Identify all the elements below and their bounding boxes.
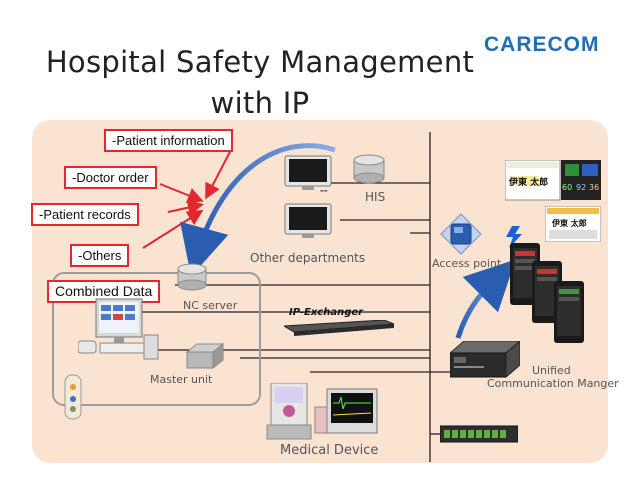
department-monitor-icon: ▬▬: [284, 155, 332, 193]
nc-server-label: NC server: [183, 299, 238, 312]
access-point-icon: [440, 213, 482, 255]
ucm-server-icon: [450, 341, 520, 379]
ip-exchanger-label: IP-Exchanger: [289, 307, 364, 318]
master-unit-label: Master unit: [150, 373, 213, 386]
his-database-icon: [353, 154, 385, 184]
vital-3: 36: [589, 183, 600, 192]
title-line-1: Hospital Safety Management: [45, 45, 475, 79]
medical-device-label: Medical Device: [280, 443, 379, 458]
network-switch-icon: [440, 425, 518, 443]
callout-doctor-order: -Doctor order: [64, 166, 157, 189]
nc-server-database-icon: [177, 263, 207, 291]
smartphones-icon: [510, 243, 584, 343]
brand-logo: CARECOM: [484, 33, 600, 56]
callout-patient-information: -Patient information: [104, 129, 233, 152]
vital-1: 60: [562, 183, 573, 192]
ip-exchanger-device-icon: [284, 320, 394, 336]
nurse-terminal-icon: [545, 206, 601, 242]
medical-devices-icon: [266, 383, 378, 440]
access-point-label: Access point: [432, 257, 502, 270]
svg-text:▬▬: ▬▬: [320, 188, 328, 193]
combined-data-group: [52, 272, 261, 406]
nurse-terminal-name: 伊東 太郎: [552, 219, 587, 228]
callout-others: -Others: [70, 244, 130, 267]
ucm-label-line-1: Unified: [532, 364, 571, 377]
title-line-2: with IP: [210, 86, 310, 120]
bedside-terminal-icon: [505, 160, 601, 201]
his-label: HIS: [365, 190, 386, 204]
department-monitor-icon-2: [284, 203, 332, 238]
callout-patient-records: -Patient records: [31, 203, 139, 226]
nurse-call-handset-icon: [64, 374, 82, 420]
ucm-label-line-2: Communication Manger: [487, 377, 619, 390]
terminal-patient-name: 伊東 太郎: [509, 178, 549, 188]
vital-2: 92: [576, 183, 587, 192]
other-departments-label: Other departments: [250, 251, 366, 265]
master-unit-icon: [185, 342, 225, 370]
wireless-signal-icon: [506, 226, 522, 248]
nurse-station-pc-icon: [78, 298, 159, 360]
